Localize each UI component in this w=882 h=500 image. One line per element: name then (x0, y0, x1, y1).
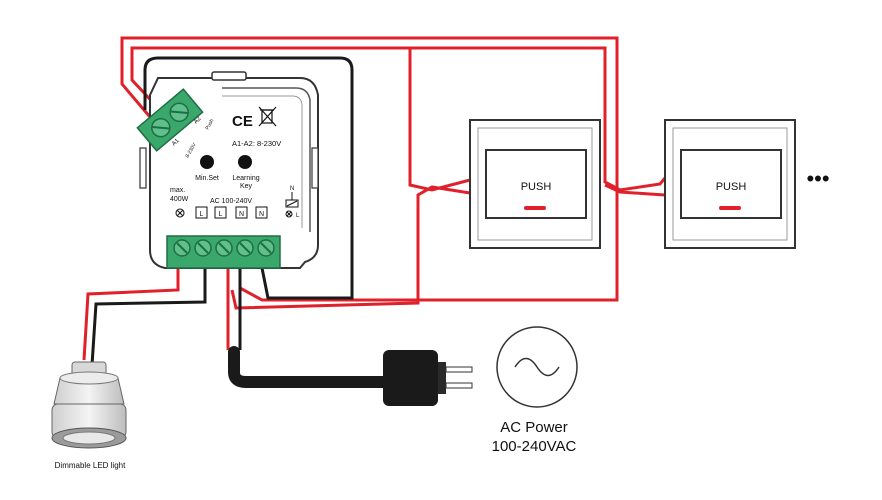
push-label-near: PUSH (521, 181, 552, 193)
side-push-label: Push (205, 118, 216, 131)
learning-key-label-2: Key (240, 183, 253, 190)
learning-key-label-1: Learning (232, 175, 259, 182)
max-load-line1: max. (170, 187, 185, 194)
ac-range: AC 100-240V (210, 198, 252, 205)
plug-cord (228, 346, 391, 388)
red-wire-far-push-return (130, 46, 667, 192)
indicator-near (524, 206, 546, 210)
dimmer-module: A1 A2 8-230V Push CE A1-A2: 8-230V Min.S… (136, 71, 319, 269)
terminal-label-a2: A2 (193, 116, 203, 126)
red-wire-near-push-b (230, 185, 471, 310)
learning-key-button[interactable] (238, 155, 252, 169)
black-wire-neutral-loop (143, 56, 354, 300)
ce-mark: CE (232, 113, 253, 130)
weee-bin-icon (258, 106, 277, 127)
terminal-label-boxes (195, 206, 268, 219)
dimmer-symbol-icon (285, 192, 299, 218)
indicator-far (719, 206, 741, 210)
power-terminal-block (166, 235, 281, 269)
push-switch-near[interactable]: PUSH (469, 119, 601, 249)
black-wire-led (90, 268, 207, 366)
terminal-label-1: L (200, 211, 204, 218)
continuation-dots: ••• (806, 166, 829, 191)
red-wire-far-push-b (604, 183, 666, 197)
load-symbol-icon (175, 208, 185, 218)
power-plug-icon (383, 350, 473, 406)
min-set-label: Min.Set (195, 175, 219, 182)
terminal-label-a1: A1 (171, 138, 181, 148)
led-caption: Dimmable LED light (55, 461, 126, 470)
terminal-label-4: N (259, 211, 264, 218)
push-terminal-block (136, 88, 204, 152)
ac-power-title: AC Power (500, 419, 568, 436)
terminal-label-3: N (239, 211, 244, 218)
red-wire-far-push (120, 36, 619, 302)
n-marker: N (290, 186, 294, 192)
ac-source-icon (496, 326, 578, 408)
led-light-icon (51, 361, 127, 449)
a1a2-rating: A1-A2: 8-230V (232, 139, 281, 148)
terminal-label-2: L (219, 211, 223, 218)
push-switch-far[interactable]: PUSH (664, 119, 796, 249)
max-load-line2: 400W (170, 196, 189, 203)
l-marker: L (296, 213, 300, 219)
ac-power-range: 100-240VAC (492, 438, 577, 455)
min-set-button[interactable] (200, 155, 214, 169)
red-wire-near-push-a (408, 48, 471, 192)
red-wire-led (82, 268, 180, 361)
push-label-far: PUSH (716, 181, 747, 193)
